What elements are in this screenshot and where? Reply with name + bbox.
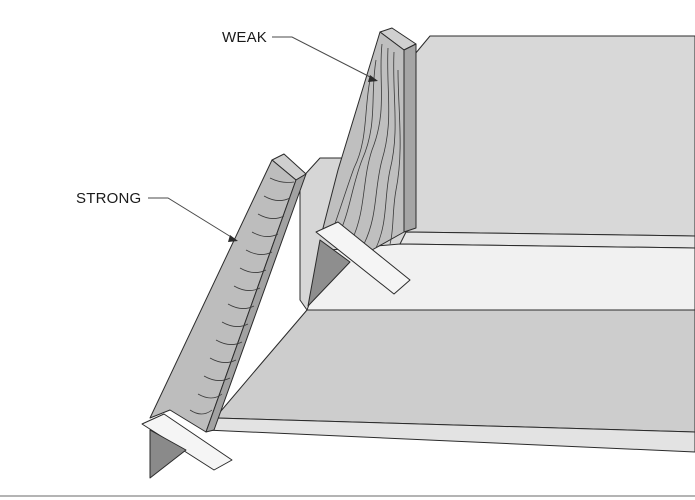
weak-label: WEAK xyxy=(222,29,267,46)
strong-leader-arrowhead xyxy=(228,235,238,242)
weak-stake xyxy=(307,221,411,307)
strong-leader-line xyxy=(148,197,237,241)
strong-board-face xyxy=(149,159,297,433)
strong-board-side xyxy=(205,173,307,433)
strong-board-grain xyxy=(189,177,295,415)
weak-stake-spike xyxy=(307,239,351,307)
weak-leader-line xyxy=(272,36,377,81)
weak-stake-top xyxy=(315,221,411,295)
strong-label: STRONG xyxy=(76,190,141,207)
upper-slab xyxy=(399,35,695,249)
strong-board xyxy=(149,153,307,433)
weak-leader-arrowhead xyxy=(368,75,378,82)
upper-slab-top xyxy=(405,35,695,237)
strong-stake-spike xyxy=(149,429,187,479)
upper-slab-front-edge xyxy=(399,231,695,249)
weak-board-side xyxy=(403,43,417,233)
strong-stake xyxy=(141,413,233,479)
weak-board-grain xyxy=(331,43,401,249)
lower-slab-front-face xyxy=(214,309,695,433)
strong-stake-top xyxy=(141,413,233,471)
weak-board xyxy=(321,27,417,251)
